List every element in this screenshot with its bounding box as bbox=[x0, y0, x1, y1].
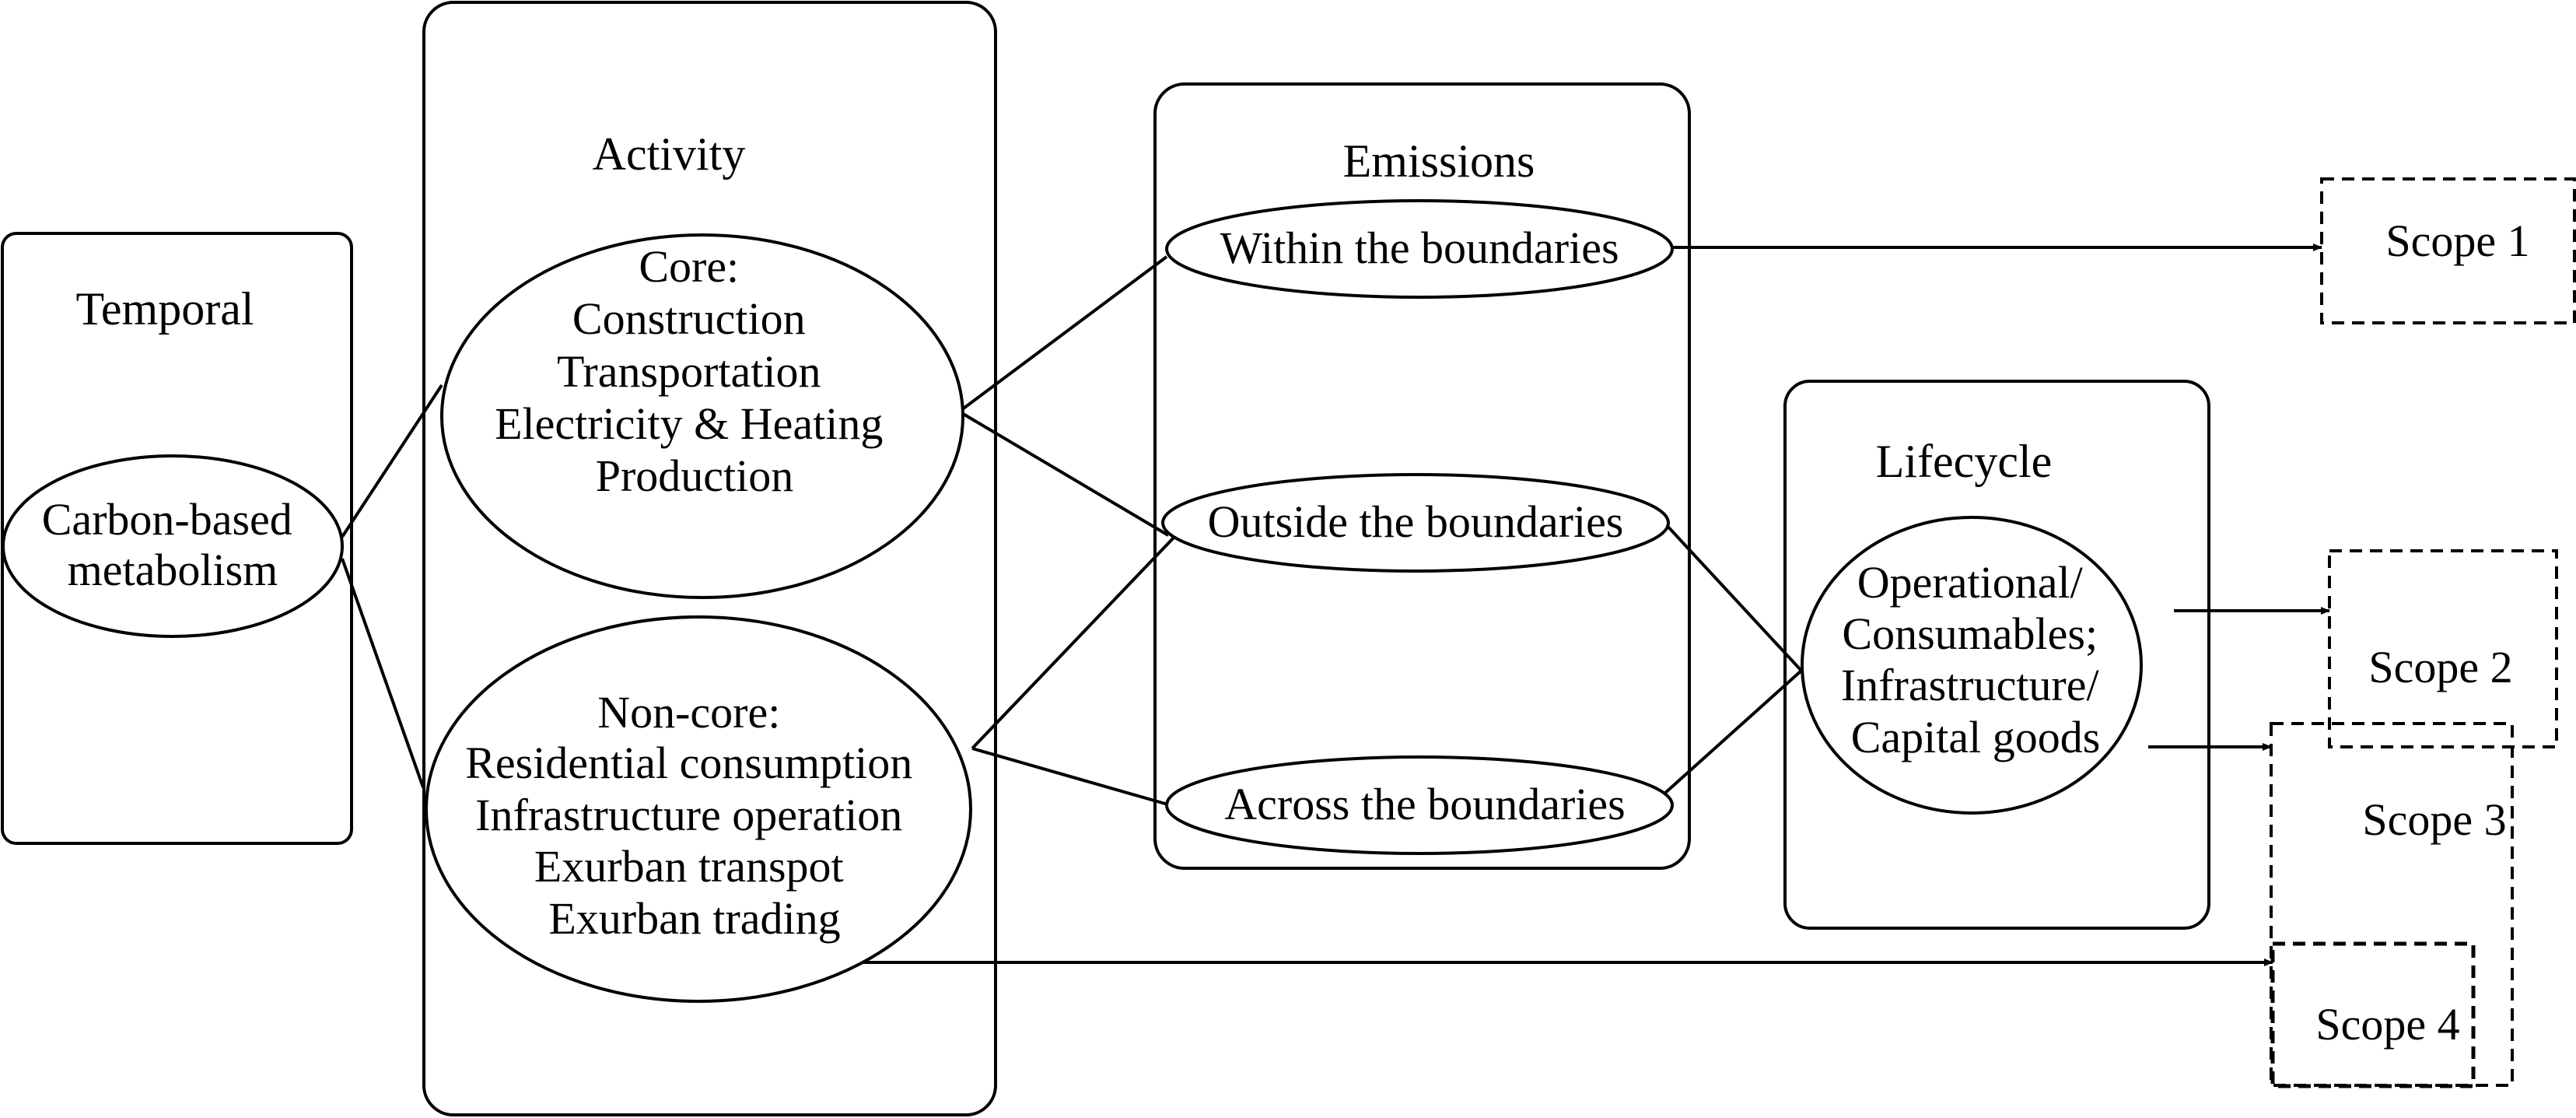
lifecycle-line-1: Operational/ bbox=[1857, 557, 2084, 608]
scope4-box bbox=[2270, 941, 2476, 1088]
connector-core-to-outside bbox=[959, 411, 1170, 537]
core-heading: Core: bbox=[639, 241, 739, 292]
core-item-construction: Construction bbox=[572, 293, 806, 344]
core-activity-text: Core: Construction Transportation Electr… bbox=[495, 241, 894, 501]
noncore-activity-text: Non-core: Residential consumption Infras… bbox=[465, 687, 924, 944]
activity-label: Activity bbox=[593, 128, 746, 180]
within-boundaries-text: Within the boundaries bbox=[1220, 223, 1619, 273]
connector-noncore-to-across bbox=[971, 747, 1171, 807]
connector-carbon-to-noncore bbox=[341, 558, 425, 788]
connector-across-to-lifecycle bbox=[1663, 669, 1803, 795]
scope2-label: Scope 2 bbox=[2368, 642, 2512, 692]
emissions-box bbox=[1153, 82, 1691, 870]
emissions-group: Emissions Within the boundaries Outside … bbox=[1153, 82, 1691, 870]
across-boundaries-node bbox=[1165, 755, 1674, 855]
scopes-group: Scope 1 Scope 2 Scope 3 Scope 4 bbox=[2270, 177, 2576, 1088]
noncore-item-exurban-transport: Exurban transpot bbox=[534, 841, 844, 892]
lifecycle-box bbox=[1783, 380, 2210, 930]
emissions-label: Emissions bbox=[1343, 135, 1535, 187]
noncore-activity-node bbox=[425, 615, 972, 1003]
carbon-metabolism-line-2: metabolism bbox=[68, 545, 278, 595]
outside-boundaries-node bbox=[1161, 473, 1670, 573]
noncore-item-residential: Residential consumption bbox=[465, 738, 912, 788]
carbon-metabolism-text: Carbon-based metabolism bbox=[42, 494, 304, 595]
scope1-label: Scope 1 bbox=[2385, 216, 2529, 266]
lifecycle-label: Lifecycle bbox=[1876, 436, 2053, 487]
lifecycle-line-4: Capital goods bbox=[1851, 712, 2101, 762]
lifecycle-line-3: Infrastructure/ bbox=[1841, 660, 2100, 710]
activity-box bbox=[422, 1, 997, 1116]
scope-arrows bbox=[852, 244, 2330, 966]
core-item-electricity-heating: Electricity & Heating bbox=[495, 398, 883, 449]
lifecycle-node bbox=[1801, 516, 2143, 815]
carbon-metabolism-line-1: Carbon-based bbox=[42, 494, 292, 545]
activity-group: Activity Core: Construction Transportati… bbox=[422, 1, 997, 1116]
scope2-box bbox=[2328, 549, 2558, 748]
noncore-item-infrastructure: Infrastructure operation bbox=[475, 790, 902, 840]
connector-outside-to-lifecycle bbox=[1663, 521, 1803, 672]
noncore-item-exurban-trading: Exurban trading bbox=[548, 893, 840, 944]
within-boundaries-node bbox=[1165, 199, 1674, 299]
core-item-transportation: Transportation bbox=[557, 346, 821, 397]
lifecycle-node-text: Operational/ Consumables; Infrastructure… bbox=[1841, 557, 2110, 762]
across-boundaries-text: Across the boundaries bbox=[1224, 779, 1625, 829]
connector-noncore-to-outside bbox=[971, 535, 1176, 750]
lifecycle-line-2: Consumables; bbox=[1842, 608, 2098, 659]
lifecycle-group: Lifecycle Operational/ Consumables; Infr… bbox=[1783, 380, 2210, 930]
carbon-metabolism-node bbox=[2, 454, 344, 638]
outside-boundaries-text: Outside the boundaries bbox=[1208, 496, 1624, 547]
connector-core-to-within bbox=[957, 255, 1168, 414]
connector-carbon-to-core bbox=[341, 384, 443, 538]
temporal-group: Temporal Carbon-based metabolism bbox=[1, 232, 353, 845]
scope4-label: Scope 4 bbox=[2315, 999, 2459, 1050]
temporal-label: Temporal bbox=[75, 283, 254, 335]
noncore-heading: Non-core: bbox=[597, 687, 780, 738]
core-activity-node bbox=[440, 233, 964, 599]
core-item-production: Production bbox=[596, 450, 794, 501]
scope3-label: Scope 3 bbox=[2362, 794, 2506, 845]
scope1-box bbox=[2320, 177, 2576, 324]
